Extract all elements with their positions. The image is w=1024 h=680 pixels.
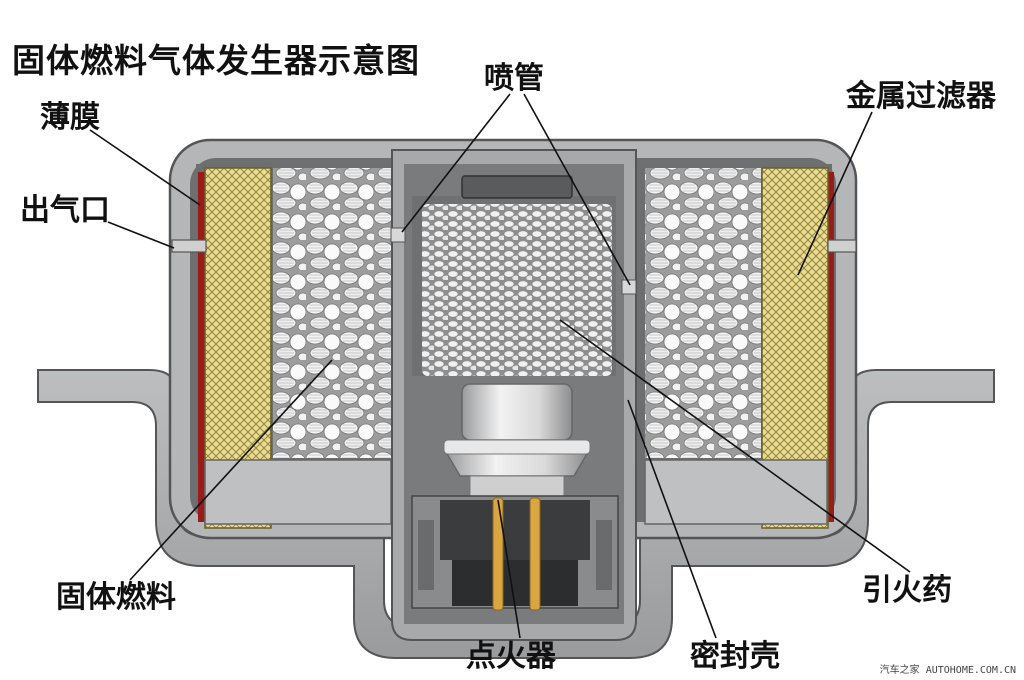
flange xyxy=(37,369,995,659)
top-cap xyxy=(461,175,573,199)
label-gas-outlet: 出气口 xyxy=(20,193,110,228)
label-membrane: 薄膜 xyxy=(40,100,100,135)
membrane-right xyxy=(827,172,834,522)
label-igniter: 点火器 xyxy=(466,639,556,674)
igniter-pin-right xyxy=(529,497,541,611)
membrane-left xyxy=(198,172,205,522)
nozzle-right xyxy=(621,279,637,295)
leader-lines xyxy=(89,93,911,639)
solid-fuel-left xyxy=(273,168,391,458)
igniter xyxy=(411,383,619,611)
gas-outlet-right xyxy=(827,239,857,253)
label-sealed-shell: 密封壳 xyxy=(690,639,780,674)
label-metal-filter: 金属过滤器 xyxy=(846,79,996,114)
diagram-title: 固体燃料气体发生器示意图 xyxy=(12,41,420,80)
label-primer: 引火药 xyxy=(862,573,952,608)
label-solid-fuel: 固体燃料 xyxy=(56,580,176,615)
label-nozzle: 喷管 xyxy=(484,61,544,96)
igniter-pin-left xyxy=(492,497,504,611)
watermark: 汽车之家 AUTOHOME.COM.CN xyxy=(879,665,1016,676)
gas-outlet-left xyxy=(171,239,207,253)
primer-charge xyxy=(422,204,612,376)
solid-fuel-right xyxy=(645,168,761,458)
